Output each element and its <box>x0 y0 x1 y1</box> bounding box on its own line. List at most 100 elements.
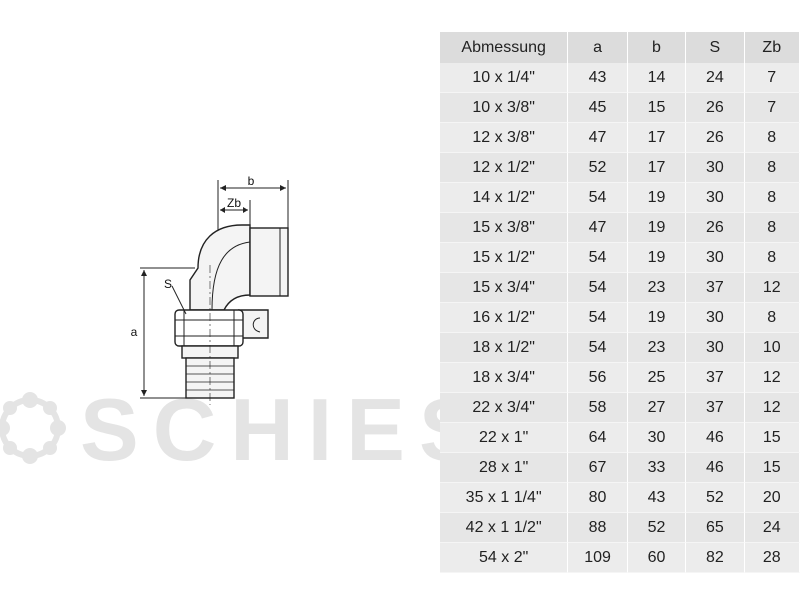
cell-zb: 12 <box>744 393 800 423</box>
cell-zb: 24 <box>744 513 800 543</box>
cell-a: 43 <box>568 63 628 93</box>
cell-zb: 8 <box>744 303 800 333</box>
cell-a: 52 <box>568 153 628 183</box>
cell-zb: 7 <box>744 93 800 123</box>
cell-a: 54 <box>568 273 628 303</box>
cell-a: 58 <box>568 393 628 423</box>
cell-s: 26 <box>686 213 745 243</box>
cell-zb: 8 <box>744 153 800 183</box>
cell-abmessung: 22 x 3/4" <box>440 393 569 423</box>
cell-abmessung: 54 x 2" <box>440 543 569 573</box>
cell-b: 19 <box>627 213 687 243</box>
cell-zb: 15 <box>744 423 800 453</box>
cell-abmessung: 14 x 1/2" <box>440 183 569 213</box>
cell-b: 19 <box>627 243 687 273</box>
cell-s: 82 <box>686 543 745 573</box>
cell-s: 30 <box>686 153 745 183</box>
table-header-row: Abmessung a b S Zb <box>440 32 800 63</box>
cell-b: 19 <box>627 183 687 213</box>
cell-s: 37 <box>686 393 745 423</box>
dimension-label-zb: Zb <box>227 196 241 210</box>
cell-zb: 10 <box>744 333 800 363</box>
dimension-label-s: S <box>164 277 172 291</box>
cell-zb: 15 <box>744 453 800 483</box>
svg-text:S: S <box>19 411 40 447</box>
dimension-label-b: b <box>248 174 255 188</box>
cell-b: 19 <box>627 303 687 333</box>
cell-zb: 8 <box>744 243 800 273</box>
cell-s: 46 <box>686 453 745 483</box>
cell-abmessung: 15 x 3/8" <box>440 213 569 243</box>
cell-zb: 8 <box>744 183 800 213</box>
fitting-drawing: b Zb S a <box>131 174 289 405</box>
cell-a: 109 <box>568 543 628 573</box>
cell-zb: 12 <box>744 273 800 303</box>
cell-abmessung: 15 x 1/2" <box>440 243 569 273</box>
column-header-a: a <box>568 32 628 63</box>
cell-s: 30 <box>686 183 745 213</box>
cell-zb: 20 <box>744 483 800 513</box>
cell-s: 37 <box>686 273 745 303</box>
cell-a: 54 <box>568 333 628 363</box>
cell-a: 64 <box>568 423 628 453</box>
cell-zb: 8 <box>744 123 800 153</box>
cell-a: 56 <box>568 363 628 393</box>
cell-a: 47 <box>568 213 628 243</box>
cell-zb: 28 <box>744 543 800 573</box>
cell-abmessung: 18 x 3/4" <box>440 363 569 393</box>
column-header-abmessung: Abmessung <box>440 32 569 63</box>
cell-b: 23 <box>627 333 687 363</box>
cell-s: 30 <box>686 333 745 363</box>
cell-zb: 7 <box>744 63 800 93</box>
cell-a: 67 <box>568 453 628 483</box>
column-header-s: S <box>686 32 745 63</box>
cell-s: 65 <box>686 513 745 543</box>
cell-abmessung: 18 x 1/2" <box>440 333 569 363</box>
cell-abmessung: 22 x 1" <box>440 423 569 453</box>
cell-abmessung: 12 x 3/8" <box>440 123 569 153</box>
cell-b: 27 <box>627 393 687 423</box>
cell-abmessung: 12 x 1/2" <box>440 153 569 183</box>
cell-a: 47 <box>568 123 628 153</box>
cell-a: 45 <box>568 93 628 123</box>
cell-zb: 8 <box>744 213 800 243</box>
cell-s: 26 <box>686 93 745 123</box>
cell-s: 52 <box>686 483 745 513</box>
cell-s: 24 <box>686 63 745 93</box>
cell-s: 46 <box>686 423 745 453</box>
cell-s: 37 <box>686 363 745 393</box>
cell-b: 33 <box>627 453 687 483</box>
column-header-zb: Zb <box>744 32 800 63</box>
cell-s: 30 <box>686 243 745 273</box>
cell-b: 17 <box>627 123 687 153</box>
cell-s: 26 <box>686 123 745 153</box>
cell-s: 30 <box>686 303 745 333</box>
cell-b: 30 <box>627 423 687 453</box>
cell-b: 17 <box>627 153 687 183</box>
cell-abmessung: 10 x 3/8" <box>440 93 569 123</box>
cell-a: 80 <box>568 483 628 513</box>
dimension-label-a: a <box>131 325 138 339</box>
cell-abmessung: 35 x 1 1/4" <box>440 483 569 513</box>
cell-b: 60 <box>627 543 687 573</box>
cell-b: 43 <box>627 483 687 513</box>
cell-abmessung: 28 x 1" <box>440 453 569 483</box>
cell-b: 23 <box>627 273 687 303</box>
column-header-b: b <box>627 32 687 63</box>
cell-zb: 12 <box>744 363 800 393</box>
